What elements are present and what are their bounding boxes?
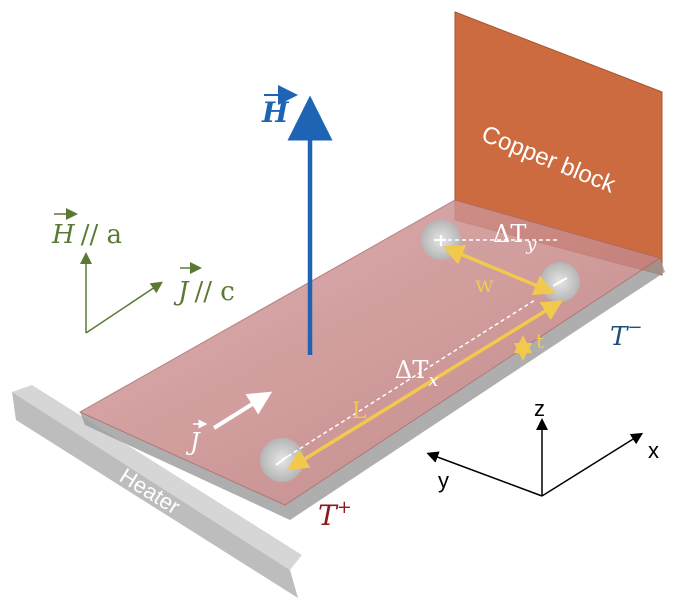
heater-top xyxy=(12,385,302,570)
current-arrow xyxy=(212,391,273,430)
delta-ty-label: ΔTy xyxy=(493,220,537,255)
j-axis-arrow xyxy=(85,281,163,334)
h-axis-label: H// a xyxy=(51,220,122,250)
w-label: w xyxy=(475,273,494,298)
copper-block xyxy=(454,11,663,276)
contact-top-right-mark xyxy=(552,277,568,287)
contact-bottom-left-mark xyxy=(275,455,289,466)
x-axis-arrow xyxy=(541,432,644,497)
x-axis-label: x xyxy=(648,438,659,463)
t-plus-label: T+ xyxy=(318,497,352,532)
delta-tx-label: ΔTx xyxy=(395,356,439,391)
z-axis-label: z xyxy=(534,396,545,421)
L-label: L xyxy=(352,399,367,424)
y-axis-arrow xyxy=(426,451,543,497)
heater-block xyxy=(12,392,298,598)
y-axis-label: y xyxy=(438,468,449,493)
L-dimension-arrow xyxy=(287,300,563,470)
w-dimension-arrow xyxy=(442,245,556,295)
t-label: t xyxy=(536,329,544,353)
t-minus-label: T− xyxy=(610,317,642,352)
j-axis-label: J// c xyxy=(173,277,235,307)
h-field-label: H xyxy=(261,96,290,129)
